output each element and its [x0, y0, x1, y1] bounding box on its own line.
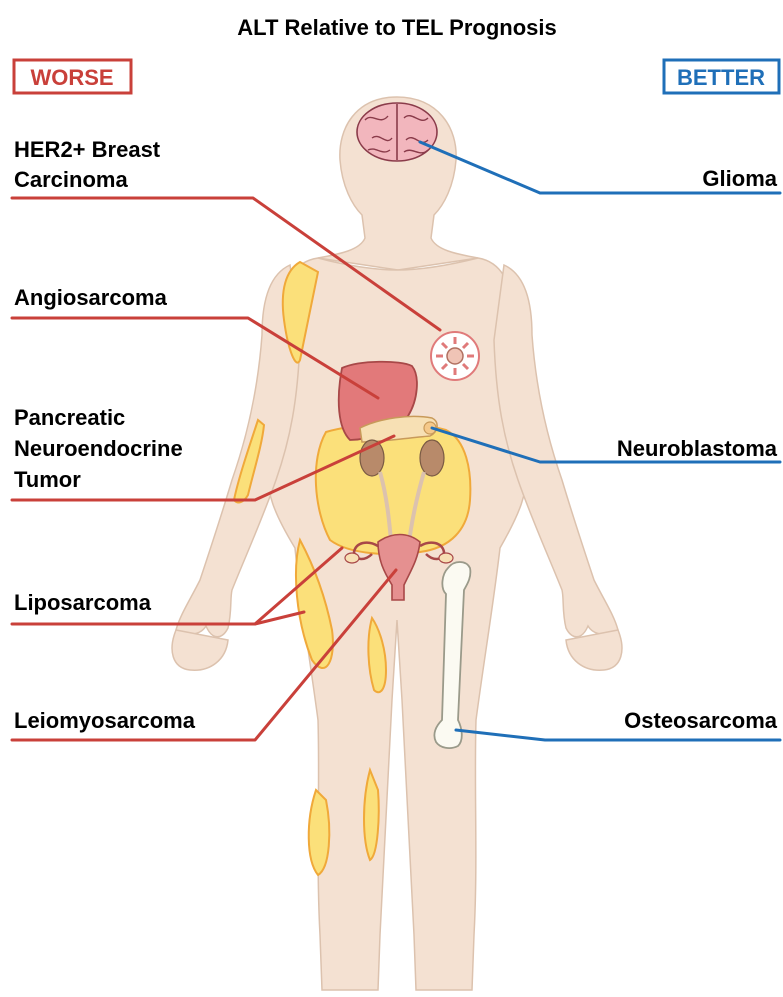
worse-badge-label: WORSE [30, 65, 113, 90]
worse-badge: WORSE [14, 60, 131, 93]
label-liposarcoma: Liposarcoma [14, 590, 152, 615]
label-angiosarcoma: Angiosarcoma [14, 285, 168, 310]
kidney-right [420, 440, 444, 476]
label-osteosarcoma: Osteosarcoma [624, 708, 778, 733]
breast-tumor [431, 332, 479, 380]
label-pnet-line2: Neuroendocrine [14, 436, 183, 461]
better-badge-label: BETTER [677, 65, 765, 90]
label-pnet-line1: Pancreatic [14, 405, 125, 430]
label-her2-line2: Carcinoma [14, 167, 128, 192]
label-her2-line1: HER2+ Breast [14, 137, 161, 162]
diagram-title: ALT Relative to TEL Prognosis [237, 15, 556, 40]
label-pnet-line3: Tumor [14, 467, 81, 492]
brain [357, 103, 437, 161]
body-figure [172, 97, 622, 990]
label-leiomyosarcoma: Leiomyosarcoma [14, 708, 196, 733]
label-neuroblastoma: Neuroblastoma [617, 436, 778, 461]
better-badge: BETTER [664, 60, 779, 93]
label-glioma: Glioma [702, 166, 777, 191]
